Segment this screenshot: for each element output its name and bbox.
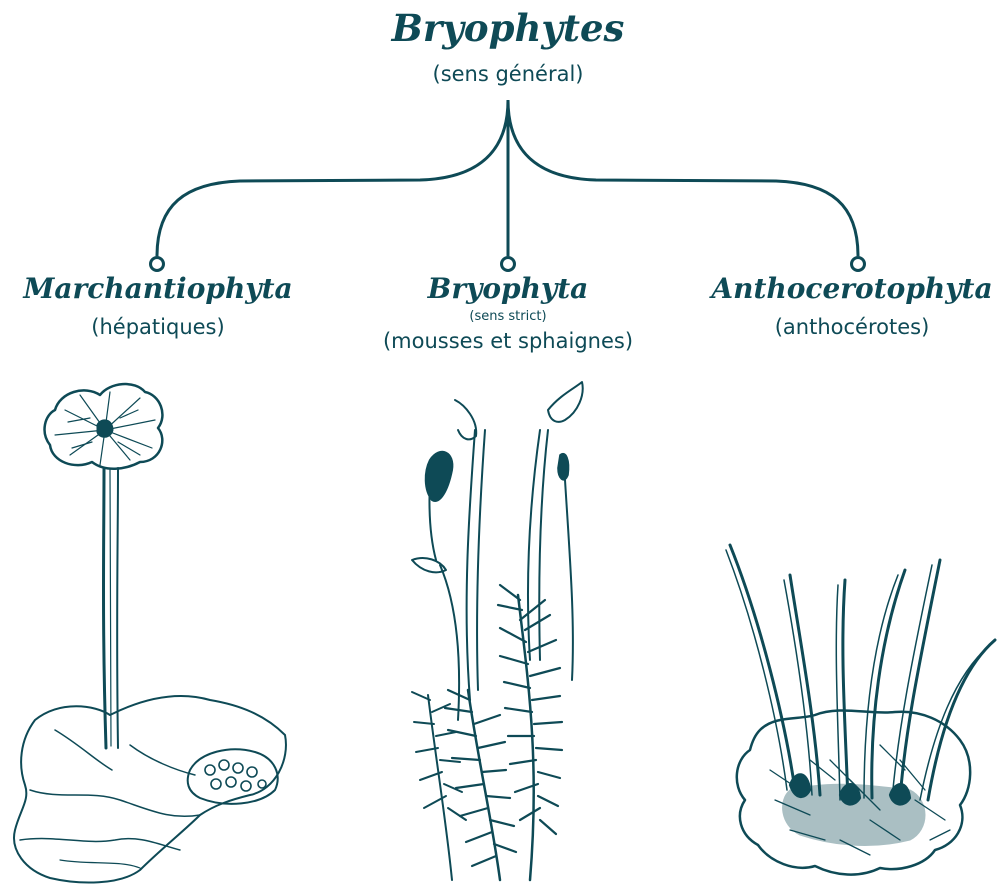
moss-illustration <box>412 382 583 880</box>
liverwort-illustration <box>14 384 286 882</box>
hornwort-illustration <box>726 545 995 875</box>
